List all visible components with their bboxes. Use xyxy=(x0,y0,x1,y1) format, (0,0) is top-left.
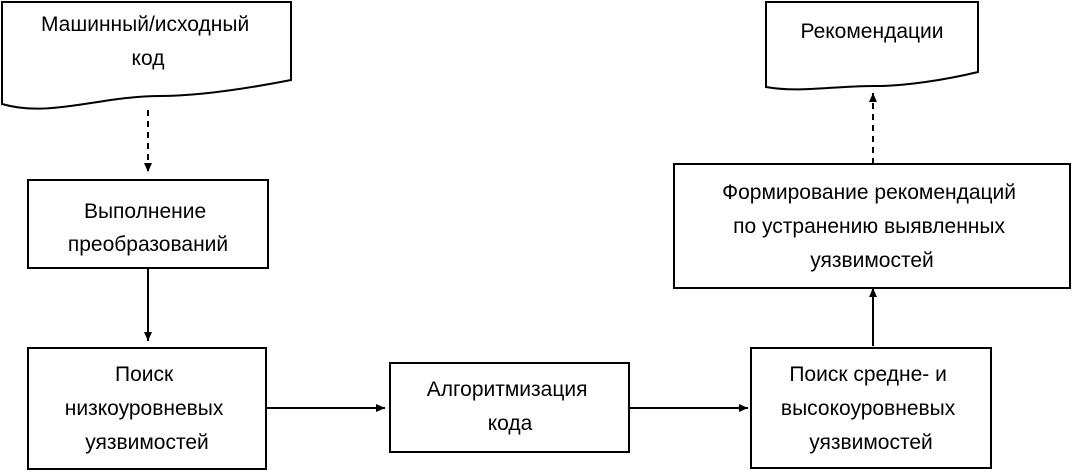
node-label-line: Поиск средне- и xyxy=(789,363,947,386)
node-label-line: уязвимостей xyxy=(810,249,934,272)
svg-text:Поиск низкоуровневых: Поиск низкоуровневых уязвимостей xyxy=(65,363,229,454)
node-label-line: код xyxy=(132,47,165,70)
node-forming: Формирование рекомендаций по устранению … xyxy=(673,163,1071,289)
node-label-line: Алгоритмизация xyxy=(427,378,588,401)
process-box xyxy=(27,347,267,470)
process-box xyxy=(389,362,630,453)
node-label-line: уязвимостей xyxy=(85,431,209,454)
node-label-line: высокоуровневых xyxy=(781,397,956,420)
node-label-line: Рекомендации xyxy=(800,20,943,43)
node-label-line: Машинный/исходный xyxy=(41,13,249,36)
svg-text:Алгоритмизация кода: Алгоритмизация кода xyxy=(427,378,594,435)
node-transform: Выполнение преобразований xyxy=(27,179,269,269)
process-box xyxy=(673,163,1071,289)
svg-text:Рекомендации: Рекомендации xyxy=(800,20,943,43)
node-label-line: Поиск xyxy=(115,363,174,386)
node-label-line: Формирование рекомендаций xyxy=(722,181,1016,204)
node-label-line: кода xyxy=(488,412,533,435)
node-mid-high: Поиск средне- и высокоуровневых уязвимос… xyxy=(750,347,992,469)
svg-text:Выполнение преобразовани: Выполнение преобразований xyxy=(68,200,228,256)
svg-text:Формирование рекомендаций: Формирование рекомендаций по устранению … xyxy=(722,181,1022,272)
node-label-line: Выполнение xyxy=(84,200,206,223)
process-box xyxy=(750,347,992,469)
document-shape xyxy=(1,1,292,110)
svg-text:Поиск средне- и высокоур: Поиск средне- и высокоуровневых уязвимос… xyxy=(781,363,961,454)
node-low-level: Поиск низкоуровневых уязвимостей xyxy=(27,347,267,470)
node-label-line: низкоуровневых xyxy=(65,397,224,420)
svg-text:Машинный/исходный код: Машинный/исходный код xyxy=(41,13,255,70)
node-algorithmization: Алгоритмизация кода xyxy=(389,362,630,453)
node-label-line: преобразований xyxy=(68,233,228,256)
edges xyxy=(144,93,877,412)
node-recommendations: Рекомендации xyxy=(765,1,979,91)
node-label-line: по устранению выявленных xyxy=(733,215,1005,238)
process-box xyxy=(27,179,269,269)
node-label-line: уязвимостей xyxy=(809,431,933,454)
node-source-code: Машинный/исходный код xyxy=(1,1,292,110)
document-shape xyxy=(765,1,979,91)
